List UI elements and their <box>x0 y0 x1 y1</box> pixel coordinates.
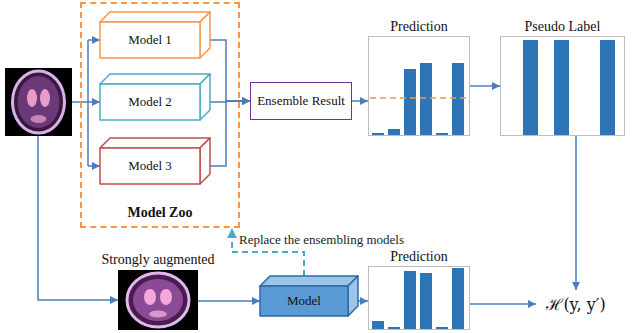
model-zoo-group: Model Zoo Model 1 Model 2 Model 3 <box>80 2 240 228</box>
ventricle <box>40 89 50 107</box>
box-front-face <box>100 148 200 184</box>
ventricle <box>160 289 172 305</box>
bar <box>554 40 569 135</box>
bar-group <box>372 63 464 135</box>
box-front-face <box>260 286 348 316</box>
box-front-face <box>100 22 200 58</box>
prediction-chart: Prediction <box>368 36 470 136</box>
bar <box>420 63 432 135</box>
bar <box>452 63 464 135</box>
model-box: Model 1 <box>100 22 200 58</box>
wire <box>88 165 100 167</box>
bar <box>452 268 464 329</box>
connector <box>575 136 577 290</box>
skull <box>127 273 189 327</box>
node-label: Model 2 <box>128 94 172 110</box>
connector <box>352 100 368 102</box>
chart-heading: Strongly augmented <box>78 252 238 268</box>
box-side-face <box>200 74 210 120</box>
threshold-line <box>370 97 468 99</box>
bar-group <box>523 40 615 135</box>
box-top-face <box>100 12 210 22</box>
bar <box>600 40 615 135</box>
node-label: ℋ(y, y′) <box>546 293 605 315</box>
connector <box>470 303 536 305</box>
model-box: Model 2 <box>100 84 200 120</box>
bar <box>436 327 448 329</box>
box-top-face <box>260 276 358 286</box>
chart-heading: Prediction <box>329 249 509 265</box>
brain <box>18 76 60 128</box>
box-side-face <box>348 276 358 316</box>
wire <box>88 39 100 41</box>
ct-image <box>5 68 72 136</box>
ventricle <box>144 289 156 305</box>
connector <box>470 85 500 87</box>
bar <box>523 40 538 135</box>
brain-detail <box>31 115 47 123</box>
ensemble-box: Ensemble Result <box>250 82 352 120</box>
wire <box>88 101 100 103</box>
connector <box>210 101 250 166</box>
image-ground <box>118 270 198 330</box>
node-label: Ensemble Result <box>257 93 345 109</box>
bar <box>388 129 400 135</box>
augmented-image: Strongly augmented <box>118 270 198 330</box>
bar <box>372 133 384 135</box>
bar <box>436 133 448 135</box>
model-box: Model 3 <box>100 148 200 184</box>
pseudo-label-chart: Pseudo Label <box>500 36 625 136</box>
bar <box>388 327 400 329</box>
skull <box>13 71 65 133</box>
connector <box>210 40 250 101</box>
node-label: Model <box>287 293 321 309</box>
box-side-face <box>200 12 210 58</box>
wire <box>87 40 89 166</box>
chart-heading: Prediction <box>329 19 509 35</box>
loss-term: ℋ(y, y′) <box>536 290 616 318</box>
node-label: Model 3 <box>128 158 172 174</box>
brain-detail <box>149 311 167 318</box>
ventricle <box>27 89 37 107</box>
box-top-face <box>100 138 210 148</box>
connector <box>198 300 260 302</box>
image-ground <box>5 68 72 136</box>
bar <box>404 69 416 135</box>
chart-heading: Pseudo Label <box>461 19 640 35</box>
bar <box>420 273 432 329</box>
bar <box>404 271 416 329</box>
connector <box>358 300 368 302</box>
box-front-face <box>100 84 200 120</box>
student-model-box: Model <box>260 286 348 316</box>
bar <box>372 321 384 329</box>
box-side-face <box>200 138 210 184</box>
bar-group <box>372 268 464 329</box>
group-title: Model Zoo <box>82 205 238 221</box>
edge-label: Replace the ensembling models <box>238 232 405 247</box>
prediction-chart: Prediction <box>368 266 470 330</box>
augmented-ct-image <box>118 270 198 330</box>
brain <box>133 279 183 321</box>
node-label: Model 1 <box>128 32 172 48</box>
box-top-face <box>100 74 210 84</box>
